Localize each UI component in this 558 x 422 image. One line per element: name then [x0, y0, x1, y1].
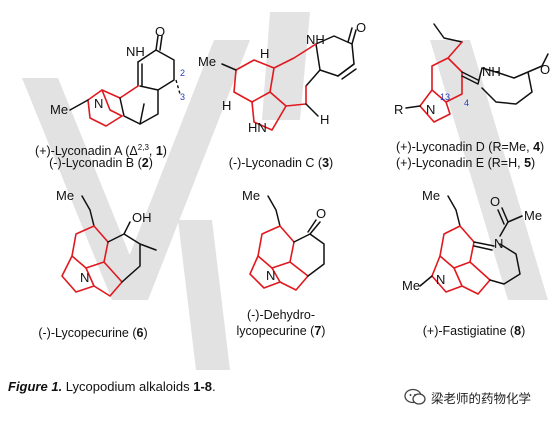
atom-me: Me [56, 188, 74, 203]
locant-4: 4 [464, 98, 469, 108]
wechat-watermark: 梁老师的药物化学 [404, 386, 531, 408]
atom-o: O [155, 24, 165, 39]
atom-hn: HN [248, 120, 267, 135]
atom-h-right: H [320, 112, 329, 127]
caption-lyconadin-b: (-)-Lyconadin B (2) [49, 156, 153, 170]
watermark-text: 梁老师的药物化学 [431, 391, 532, 406]
structure-dehydrolycopecurine: Me O N [224, 186, 354, 308]
atom-n: N [80, 270, 89, 285]
atom-n: N [426, 102, 435, 117]
atom-me: Me [422, 188, 440, 203]
atom-me: Me [198, 54, 216, 69]
atom-me-n: Me [402, 278, 420, 293]
caption-dehydrolycopecurine-line2: lycopecurine (7) [236, 324, 326, 338]
atom-n: N [266, 268, 275, 283]
atom-nh: NH [306, 32, 325, 47]
locant-2: 2 [180, 68, 185, 78]
atom-o: O [316, 206, 326, 221]
atom-o: O [540, 62, 550, 77]
atom-nh: NH [482, 64, 501, 79]
figure-caption-text: Lycopodium alkaloids [62, 379, 194, 394]
atom-o: O [490, 194, 500, 209]
atom-n: N [494, 236, 503, 251]
caption-lyconadin-a: (+)-Lyconadin A (Δ2,3, 1) [35, 143, 167, 159]
structure-lyconadin-a-b: NH O N Me 2 3 [40, 24, 220, 140]
atom-h-top: H [260, 46, 269, 61]
locant-13: 13 [440, 92, 450, 102]
atom-nh: NH [126, 44, 145, 59]
caption-lyconadin-c: (-)-Lyconadin C (3) [228, 156, 334, 170]
atom-me: Me [242, 188, 260, 203]
atom-r: R [394, 102, 403, 117]
structure-lyconadin-d-e: NH O N R 13 4 [392, 14, 552, 138]
caption-fastigiatine: (+)-Fastigiatine (8) [422, 324, 526, 338]
caption-lycopecurine: (-)-Lycopecurine (6) [38, 326, 148, 340]
figure-range: 1-8 [193, 379, 213, 394]
atom-n: N [94, 96, 103, 111]
caption-lyconadin-d: (+)-Lyconadin D (R=Me, 4) [396, 140, 545, 154]
figure-label: Figure 1. [8, 379, 63, 394]
structure-fastigiatine: Me N O Me N Me [400, 186, 550, 316]
caption-dehydrolycopecurine-line1: (-)-Dehydro- [246, 308, 316, 322]
atom-n-ring: N [436, 272, 445, 287]
locant-3: 3 [180, 92, 185, 102]
structure-lyconadin-c: NH O Me HN H H H [196, 20, 396, 152]
atom-h-left: H [222, 98, 231, 113]
structure-lycopecurine: Me OH N [36, 186, 176, 318]
wechat-icon [404, 388, 426, 405]
figure-caption: Figure 1. Lycopodium alkaloids 1-8. [8, 379, 216, 394]
atom-me-acetyl: Me [524, 208, 542, 223]
atom-o: O [356, 20, 366, 35]
atom-oh: OH [132, 210, 152, 225]
atom-me: Me [50, 102, 68, 117]
caption-lyconadin-e: (+)-Lyconadin E (R=H, 5) [396, 156, 536, 170]
